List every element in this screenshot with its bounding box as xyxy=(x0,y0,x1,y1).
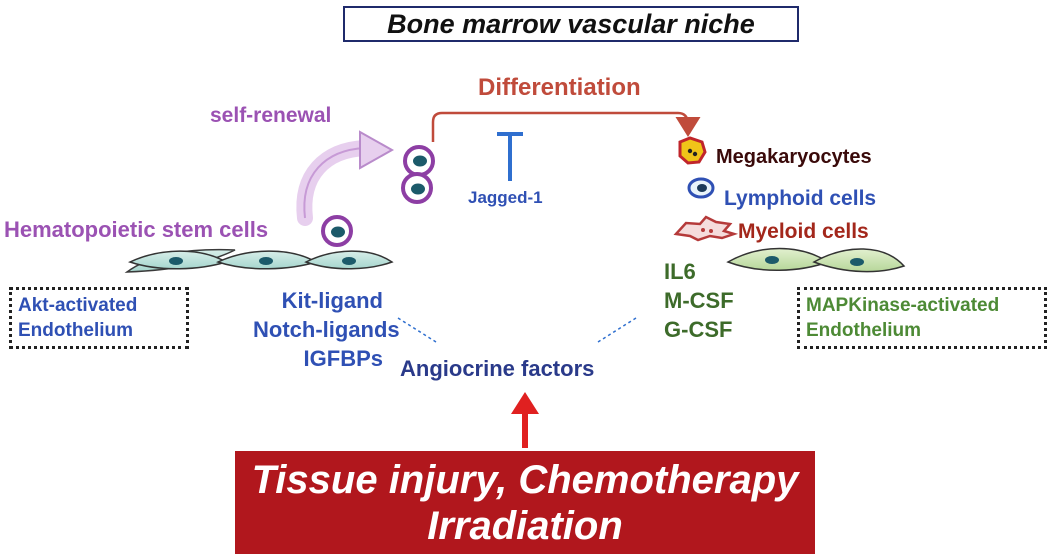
right-endothelium xyxy=(726,247,906,273)
factor-igfbps: IGFBPs xyxy=(303,346,383,371)
factor-kit-ligand: Kit-ligand xyxy=(281,288,383,313)
factor-notch-ligands: Notch-ligands xyxy=(253,317,400,342)
diagram-title: Bone marrow vascular niche xyxy=(343,6,799,42)
hsc-label: Hematopoietic stem cells xyxy=(4,217,269,242)
injury-banner: Tissue injury, Chemotherapy Irradiation xyxy=(235,451,815,554)
right-connector xyxy=(597,317,637,343)
akt-line-1: Akt-activated xyxy=(18,295,138,316)
megakaryocyte-icon xyxy=(678,136,707,165)
akt-line-2: Endothelium xyxy=(18,320,134,341)
injury-arrow xyxy=(511,392,539,448)
renewed-stem-cells xyxy=(401,145,435,204)
inhibition-symbol xyxy=(497,132,523,181)
akt-endothelium-box: Akt-activated Endothelium xyxy=(9,287,189,349)
angiocrine-label: Angiocrine factors xyxy=(400,356,595,381)
jagged-label: Jagged-1 xyxy=(468,188,543,207)
self-renewal-label: self-renewal xyxy=(210,104,332,127)
mapk-line-1: MAPKinase-activated xyxy=(806,295,1000,316)
left-endothelium xyxy=(124,248,394,273)
differentiation-arrow xyxy=(431,111,701,142)
progeny-megakaryocytes: Megakaryocytes xyxy=(716,146,872,168)
right-factors: IL6 M-CSF G-CSF xyxy=(664,257,734,344)
mapk-endothelium-box: MAPKinase-activated Endothelium xyxy=(797,287,1047,349)
banner-line-1: Tissue injury, Chemotherapy xyxy=(251,457,799,502)
left-connector xyxy=(397,317,437,343)
self-renewal-arrow xyxy=(296,130,395,226)
left-factors: Kit-ligand Notch-ligands IGFBPs xyxy=(253,286,400,373)
hsc-cell xyxy=(321,215,353,247)
lymphoid-icon xyxy=(687,177,715,199)
myeloid-icon xyxy=(673,215,739,242)
differentiation-label: Differentiation xyxy=(478,74,641,101)
mapk-line-2: Endothelium xyxy=(806,320,922,341)
factor-m-csf: M-CSF xyxy=(664,288,734,313)
progeny-lymphoid: Lymphoid cells xyxy=(724,187,877,210)
factor-il6: IL6 xyxy=(664,259,696,284)
banner-line-2: Irradiation xyxy=(427,503,623,548)
progeny-myeloid: Myeloid cells xyxy=(738,220,869,243)
factor-g-csf: G-CSF xyxy=(664,317,733,342)
